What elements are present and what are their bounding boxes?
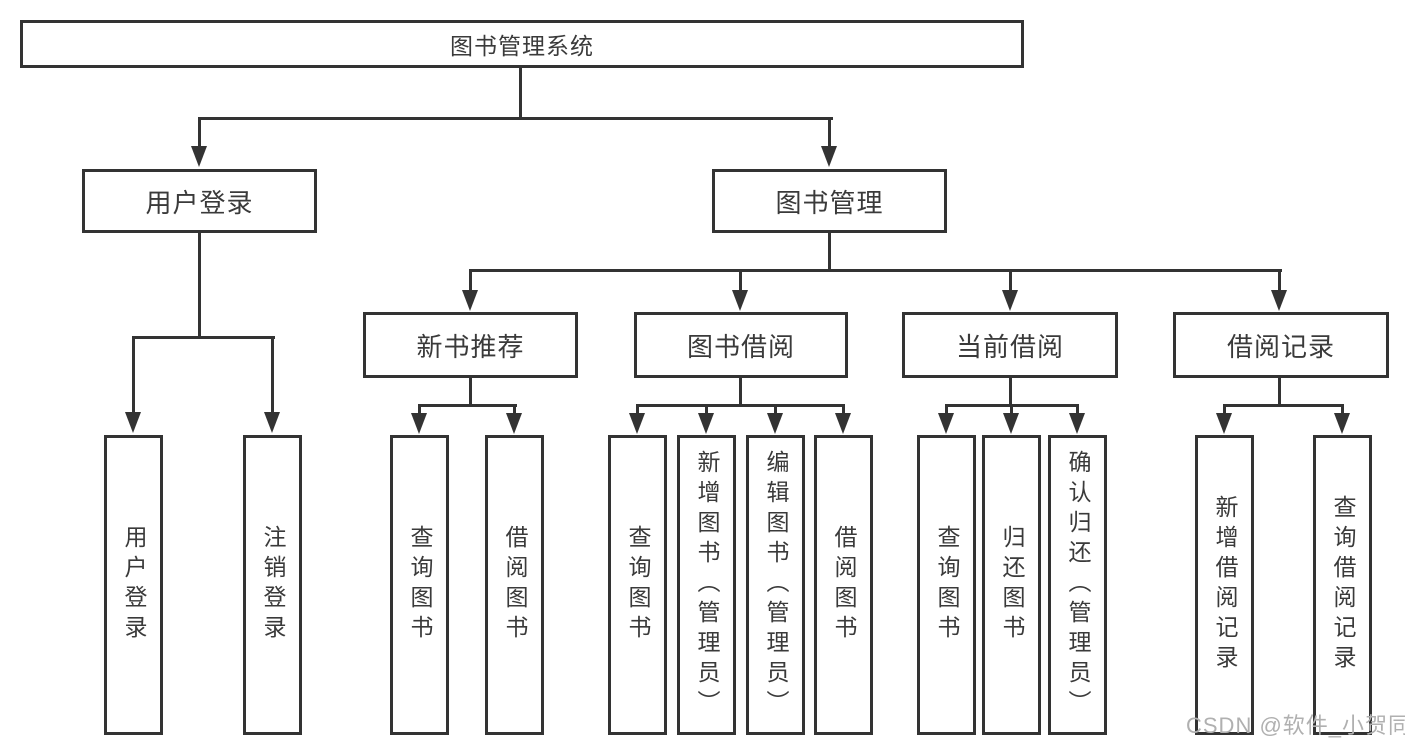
leaf-logout-label: 注销登录	[260, 525, 286, 645]
leaf-current-return: 归还图书	[982, 435, 1041, 735]
node-book-borrow-label: 图书借阅	[686, 331, 795, 362]
connector-stem-leaf-user-login	[132, 336, 135, 413]
node-book-mgmt: 图书管理	[712, 169, 947, 233]
arrowhead-icon	[1271, 290, 1287, 311]
arrowhead-icon	[191, 146, 207, 167]
arrowhead-icon	[835, 413, 851, 434]
arrowhead-icon	[1003, 413, 1019, 434]
connector-bookmgmt-bar	[469, 269, 1282, 272]
arrowhead-icon	[125, 412, 141, 433]
node-current-borrow-label: 当前借阅	[955, 331, 1064, 362]
arrowhead-icon	[1002, 290, 1018, 311]
connector-stem-br-add	[1223, 404, 1226, 415]
connector-stem-br-query	[1341, 404, 1344, 415]
connector-userlogin-bar	[132, 336, 275, 339]
connector-bookmgmt-trunk	[828, 233, 831, 272]
arrowhead-icon	[767, 413, 783, 434]
node-user-login: 用户登录	[82, 169, 317, 233]
connector-stem-leaf-logout	[271, 336, 274, 413]
leaf-logout: 注销登录	[243, 435, 302, 735]
arrowhead-icon	[411, 413, 427, 434]
watermark-text: CSDN @软件_小贺同学	[1186, 713, 1405, 738]
connector-stem-bb-add	[705, 404, 708, 415]
arrowhead-icon	[506, 413, 522, 434]
leaf-borrow-query-label: 查询图书	[625, 525, 651, 645]
leaf-borrow-edit-admin-label: 编辑图书（管理员）	[763, 450, 789, 720]
node-book-borrow: 图书借阅	[634, 312, 848, 378]
node-borrow-record: 借阅记录	[1173, 312, 1389, 378]
leaf-borrow-add-admin: 新增图书（管理员）	[677, 435, 736, 735]
node-borrow-record-label: 借阅记录	[1226, 331, 1335, 362]
leaf-record-query-label: 查询借阅记录	[1330, 495, 1356, 675]
arrowhead-icon	[629, 413, 645, 434]
leaf-borrow-borrow-label: 借阅图书	[831, 525, 857, 645]
connector-currentborrow-trunk	[1009, 378, 1012, 407]
connector-newbookrec-bar	[418, 404, 517, 407]
connector-stem-book-mgmt	[828, 117, 831, 148]
connector-bookborrow-bar	[636, 404, 845, 407]
connector-bookborrow-trunk	[739, 378, 742, 407]
leaf-record-add-label: 新增借阅记录	[1212, 495, 1238, 675]
leaf-borrow-borrow: 借阅图书	[814, 435, 873, 735]
connector-root-bar	[198, 117, 833, 120]
node-new-book-rec: 新书推荐	[363, 312, 578, 378]
connector-stem-bb-query	[636, 404, 639, 415]
connector-userlogin-trunk	[198, 233, 201, 339]
node-root: 图书管理系统	[20, 20, 1024, 68]
leaf-newbook-borrow-label: 借阅图书	[502, 525, 528, 645]
arrowhead-icon	[732, 290, 748, 311]
arrowhead-icon	[1069, 413, 1085, 434]
arrowhead-icon	[938, 413, 954, 434]
connector-newbookrec-trunk	[469, 378, 472, 407]
arrowhead-icon	[462, 290, 478, 311]
leaf-current-query-label: 查询图书	[934, 525, 960, 645]
node-book-mgmt-label: 图书管理	[775, 187, 884, 218]
connector-root-trunk	[519, 68, 522, 120]
connector-borrowrecord-bar	[1223, 404, 1344, 407]
leaf-current-confirm-admin-label: 确认归还（管理员）	[1065, 450, 1091, 720]
node-new-book-rec-label: 新书推荐	[416, 331, 525, 362]
arrowhead-icon	[698, 413, 714, 434]
connector-stem-user-login	[198, 117, 201, 148]
connector-stem-book-borrow	[739, 269, 742, 292]
arrowhead-icon	[264, 412, 280, 433]
connector-stem-nb-borrow	[513, 404, 516, 415]
node-user-login-label: 用户登录	[145, 187, 254, 218]
connector-stem-cb-query	[945, 404, 948, 415]
leaf-newbook-query-label: 查询图书	[407, 525, 433, 645]
leaf-current-return-label: 归还图书	[999, 525, 1025, 645]
node-current-borrow: 当前借阅	[902, 312, 1118, 378]
arrowhead-icon	[1216, 413, 1232, 434]
leaf-borrow-query: 查询图书	[608, 435, 667, 735]
leaf-borrow-add-admin-label: 新增图书（管理员）	[694, 450, 720, 720]
leaf-user-login-label: 用户登录	[121, 525, 147, 645]
leaf-newbook-borrow: 借阅图书	[485, 435, 544, 735]
connector-stem-bb-borrow	[842, 404, 845, 415]
connector-stem-cb-return	[1010, 404, 1013, 415]
connector-stem-bb-edit	[774, 404, 777, 415]
connector-stem-new-book-rec	[469, 269, 472, 292]
node-root-label: 图书管理系统	[450, 33, 594, 59]
leaf-current-query: 查询图书	[917, 435, 976, 735]
leaf-current-confirm-admin: 确认归还（管理员）	[1048, 435, 1107, 735]
leaf-newbook-query: 查询图书	[390, 435, 449, 735]
leaf-borrow-edit-admin: 编辑图书（管理员）	[746, 435, 805, 735]
connector-stem-borrow-record	[1278, 269, 1281, 292]
arrowhead-icon	[1334, 413, 1350, 434]
leaf-record-query: 查询借阅记录	[1313, 435, 1372, 735]
connector-borrowrecord-trunk	[1278, 378, 1281, 407]
leaf-record-add: 新增借阅记录	[1195, 435, 1254, 735]
connector-stem-nb-query	[418, 404, 421, 415]
connector-stem-current-borrow	[1009, 269, 1012, 292]
leaf-user-login: 用户登录	[104, 435, 163, 735]
connector-stem-cb-confirm	[1076, 404, 1079, 415]
arrowhead-icon	[821, 146, 837, 167]
